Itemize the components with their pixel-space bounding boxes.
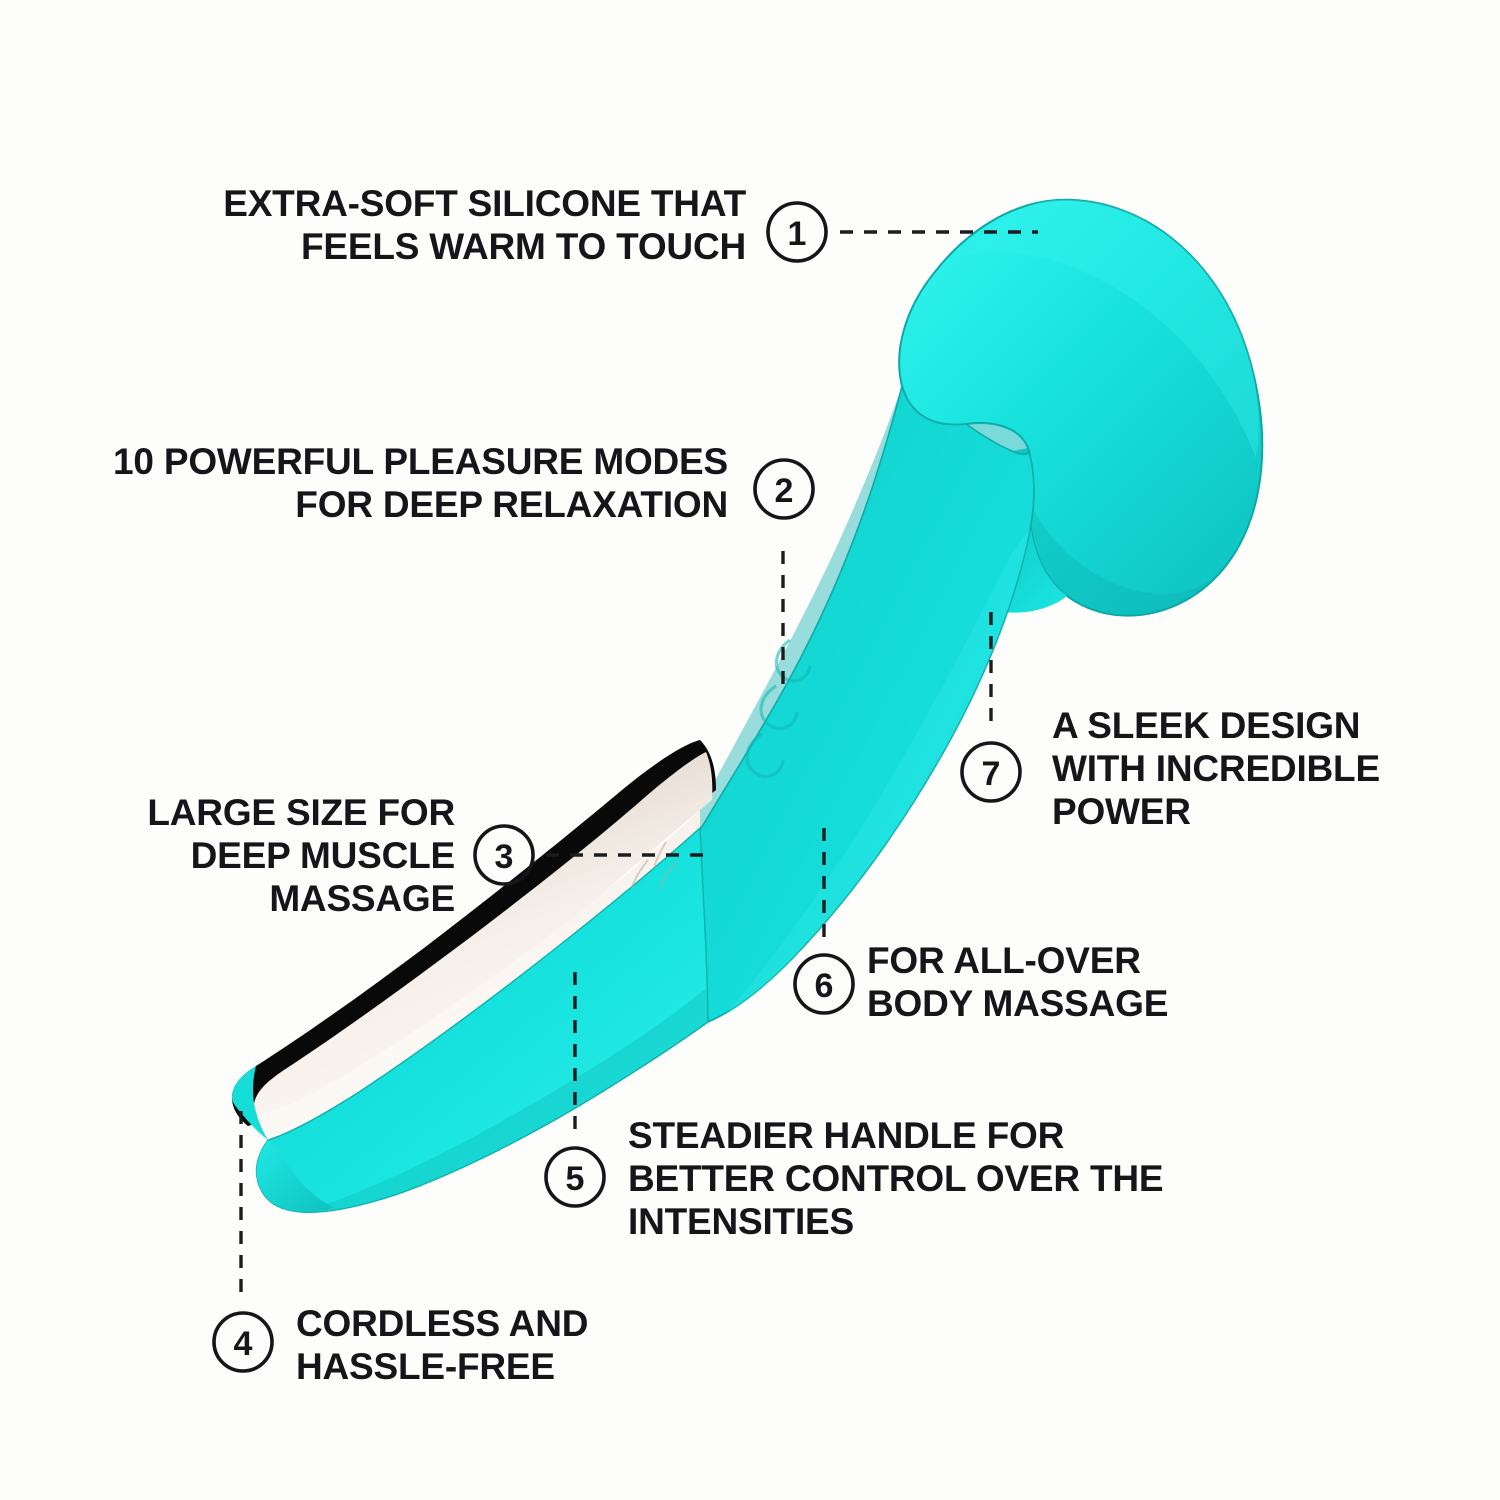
callout-marker-4[interactable]: 4 xyxy=(212,1311,274,1373)
handle-end-cap xyxy=(256,1140,334,1212)
callout-marker-4-number: 4 xyxy=(234,1325,253,1363)
inlay-texture-marks xyxy=(631,841,677,889)
callout-marker-3[interactable]: 3 xyxy=(473,824,535,886)
feature-label-6: FOR ALL-OVER BODY MASSAGE xyxy=(867,940,1169,1024)
callout-marker-2[interactable]: 2 xyxy=(753,458,815,520)
callout-marker-6-number: 6 xyxy=(815,967,834,1005)
feature-label-2: 10 POWERFUL PLEASURE MODES FOR DEEP RELA… xyxy=(113,441,728,525)
feature-label-3: LARGE SIZE FOR DEEP MUSCLE MASSAGE xyxy=(147,792,455,919)
callout-marker-1-number: 1 xyxy=(788,215,807,253)
callout-marker-5[interactable]: 5 xyxy=(544,1146,606,1208)
feature-label-7: A SLEEK DESIGN WITH INCREDIBLE POWER xyxy=(1052,705,1380,832)
handle-inlay-upper xyxy=(253,752,713,1126)
feature-label-1: EXTRA-SOFT SILICONE THAT FEELS WARM TO T… xyxy=(223,183,746,267)
callout-marker-7[interactable]: 7 xyxy=(960,741,1022,803)
handle-inlay-lower xyxy=(261,810,700,1140)
callout-marker-5-number: 5 xyxy=(566,1160,585,1198)
wand-body xyxy=(661,382,1035,1023)
wand-handle xyxy=(232,740,716,1214)
handle-teal-shell xyxy=(255,826,709,1213)
callout-marker-3-number: 3 xyxy=(495,838,514,876)
callout-marker-7-number: 7 xyxy=(982,755,1001,793)
callout-marker-6[interactable]: 6 xyxy=(793,953,855,1015)
feature-label-5: STEADIER HANDLE FOR BETTER CONTROL OVER … xyxy=(628,1115,1164,1242)
callout-marker-2-number: 2 xyxy=(775,472,794,510)
callout-marker-1[interactable]: 1 xyxy=(766,201,828,263)
feature-label-4: CORDLESS AND HASSLE-FREE xyxy=(296,1303,589,1387)
